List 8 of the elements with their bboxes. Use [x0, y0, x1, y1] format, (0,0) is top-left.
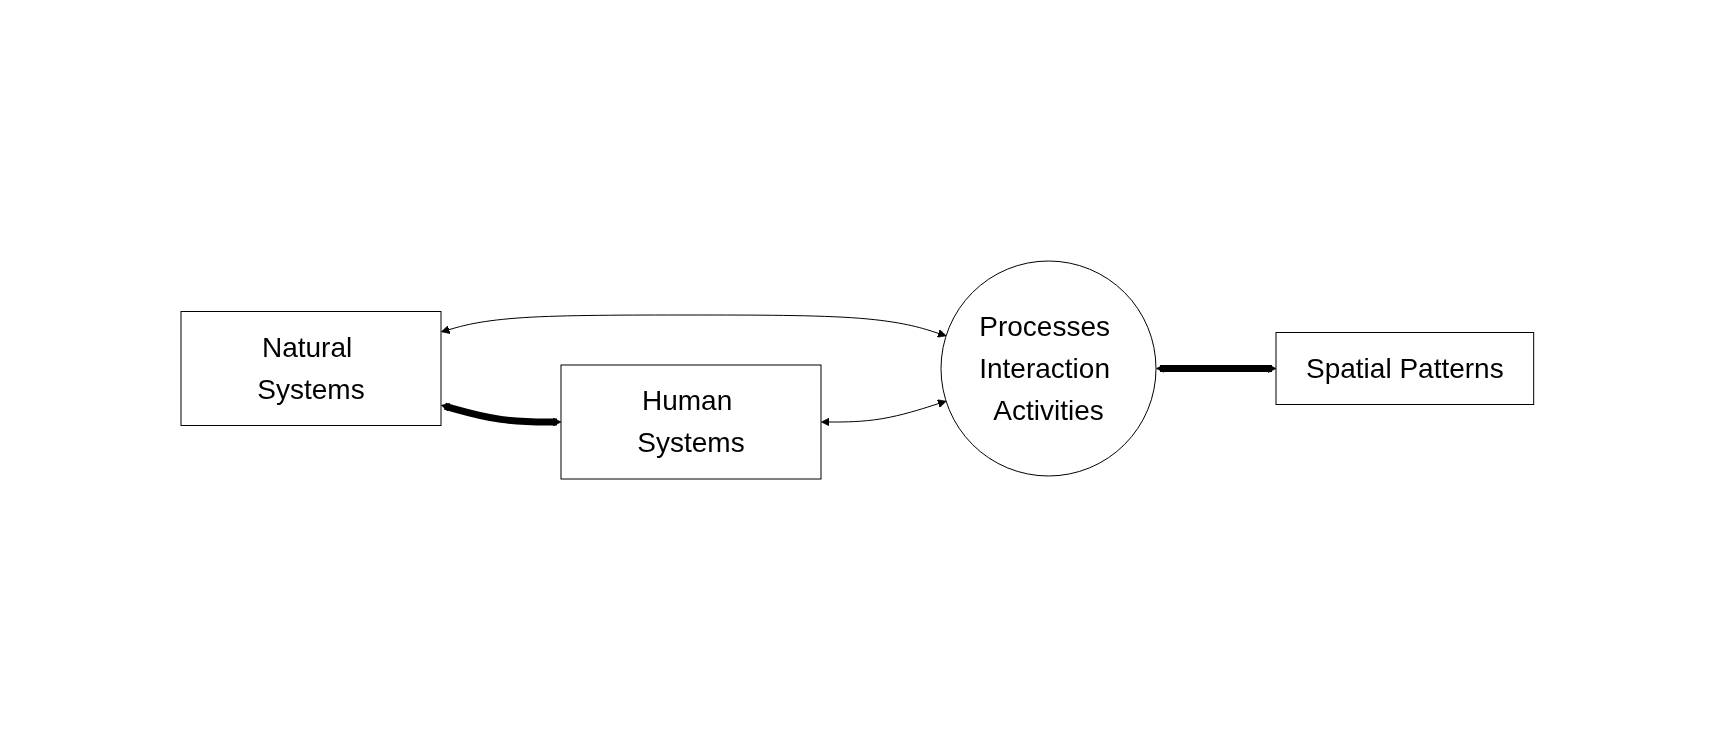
- arrow: [1156, 363, 1277, 373]
- node-box: Natural Systems: [180, 310, 442, 426]
- arrow: [441, 402, 562, 426]
- node-box: Human Systems: [560, 364, 822, 479]
- arrow: [821, 398, 947, 426]
- arrow: [441, 314, 947, 338]
- node-circle: Processes Interaction Activities: [940, 260, 1157, 476]
- node-box: Spatial Patterns: [1275, 331, 1535, 405]
